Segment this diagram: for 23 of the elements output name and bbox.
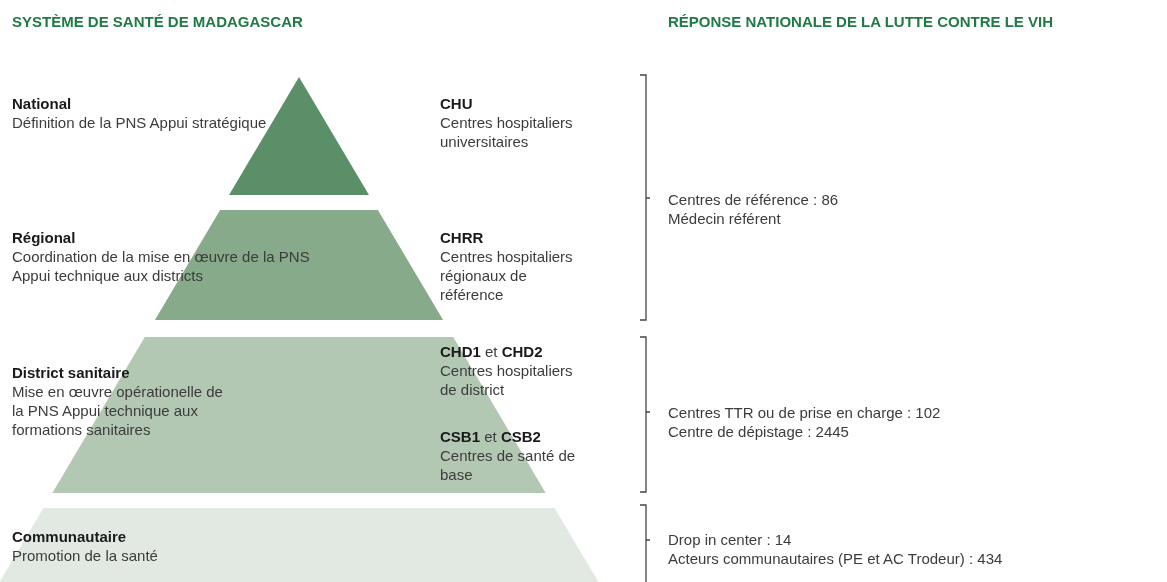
response-label: Médecin référent bbox=[668, 209, 781, 228]
response-label: Centres TTR ou de prise en charge : 102 bbox=[668, 403, 941, 422]
facility-description: Centres hospitaliers régionaux de référence bbox=[440, 247, 574, 304]
level-heading: Communautaire bbox=[12, 527, 128, 546]
response-label: Centres de référence : 86 bbox=[668, 190, 839, 209]
response-label: Acteurs communautaires (PE et AC Trodeur) : 434 bbox=[668, 549, 1003, 568]
facility-description: Centres hospitaliers de district bbox=[440, 361, 574, 399]
facility-heading: CHRR bbox=[440, 228, 485, 247]
facility-heading: CSB1 et CSB2 bbox=[440, 427, 542, 446]
level-heading: District sanitaire bbox=[12, 363, 131, 382]
response-label: Drop in center : 14 bbox=[668, 530, 792, 549]
level-description: Mise en œuvre opérationelle de la PNS Appui technique aux formations sanitaires bbox=[12, 382, 224, 439]
level-description: Définition de la PNS Appui stratégique bbox=[12, 113, 268, 132]
level-heading: Régional bbox=[12, 228, 77, 247]
level-heading: National bbox=[12, 94, 73, 113]
section-title: RÉPONSE NATIONALE DE LA LUTTE CONTRE LE VIH bbox=[668, 12, 1053, 31]
section-title: SYSTÈME DE SANTÉ DE MADAGASCAR bbox=[12, 12, 303, 31]
response-label: Centre de dépistage : 2445 bbox=[668, 422, 849, 441]
level-description: Promotion de la santé bbox=[12, 546, 159, 565]
facility-description: Centres de santé de base bbox=[440, 446, 577, 484]
facility-description: Centres hospitaliers universitaires bbox=[440, 113, 574, 151]
facility-heading: CHD1 et CHD2 bbox=[440, 342, 544, 361]
facility-heading: CHU bbox=[440, 94, 474, 113]
